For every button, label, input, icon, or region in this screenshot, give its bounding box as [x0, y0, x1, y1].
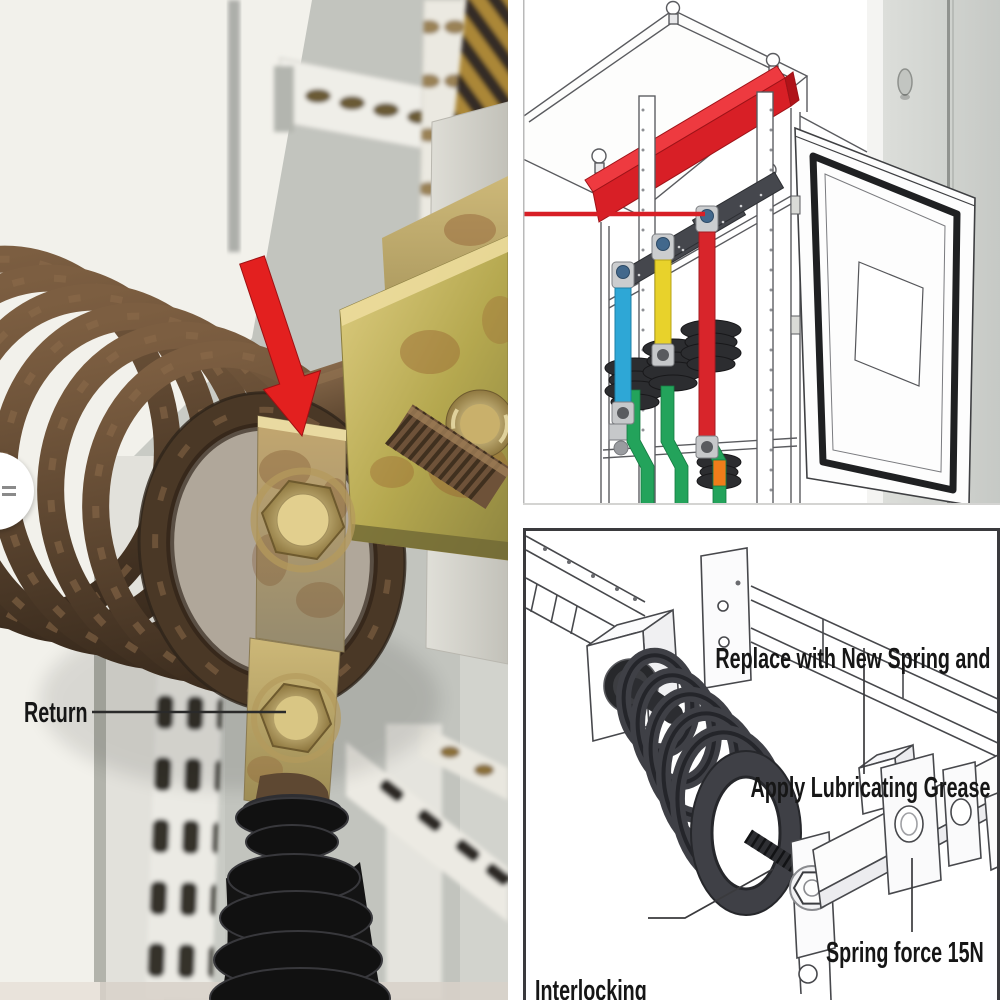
- blue-strap: [611, 261, 635, 425]
- replace-spring-label-line1: Replace with New Spring and: [714, 643, 990, 675]
- spring-diagram-panel: [523, 528, 1000, 1000]
- black-insulator: [209, 772, 391, 1000]
- spring-diagram: [523, 528, 1000, 1000]
- nav-glyph-icon: [2, 486, 16, 489]
- open-door: [790, 126, 976, 505]
- yellow-strap: [651, 233, 675, 367]
- return-label: Return: [24, 697, 88, 729]
- door-knob-icon: [897, 68, 913, 96]
- orange-wire-segment: [712, 459, 727, 487]
- spring-force-label: Spring force 15N: [826, 937, 984, 969]
- photo-rusted-spring-panel: [0, 0, 508, 1000]
- replace-spring-label: Replace with New Spring and Apply Lubric…: [715, 552, 990, 896]
- cabinet-roof: [523, 0, 809, 215]
- lifting-eyebolts: [591, 0, 781, 188]
- interlocking-device-label: Interlocking Device: [535, 884, 647, 1000]
- threaded-rod: [385, 404, 508, 509]
- leader-lines: [648, 648, 913, 932]
- red-strap: [695, 205, 719, 459]
- door-window: [854, 261, 924, 387]
- replace-spring-label-line2: Apply Lubricating Grease: [750, 772, 990, 804]
- rails-bottom-right: [346, 724, 508, 1000]
- door-hinge-icon: [790, 315, 801, 335]
- red-arrow-icon: [239, 255, 322, 438]
- cabinet-diagram: [523, 0, 1000, 505]
- cabinet-diagram-panel: [523, 0, 1000, 505]
- illustrated-busbar: [812, 743, 1000, 910]
- photo-artwork: [0, 0, 508, 1000]
- hex-bolt-lower: [251, 673, 341, 763]
- hex-bolt-upper: [250, 467, 356, 573]
- interlocking-device-label-line1: Interlocking: [535, 975, 647, 1000]
- illustrated-threaded-rod: [743, 829, 800, 873]
- door-hinge-icon: [790, 195, 801, 215]
- phase-straps: [611, 205, 719, 459]
- illustrated-spring: [616, 647, 802, 916]
